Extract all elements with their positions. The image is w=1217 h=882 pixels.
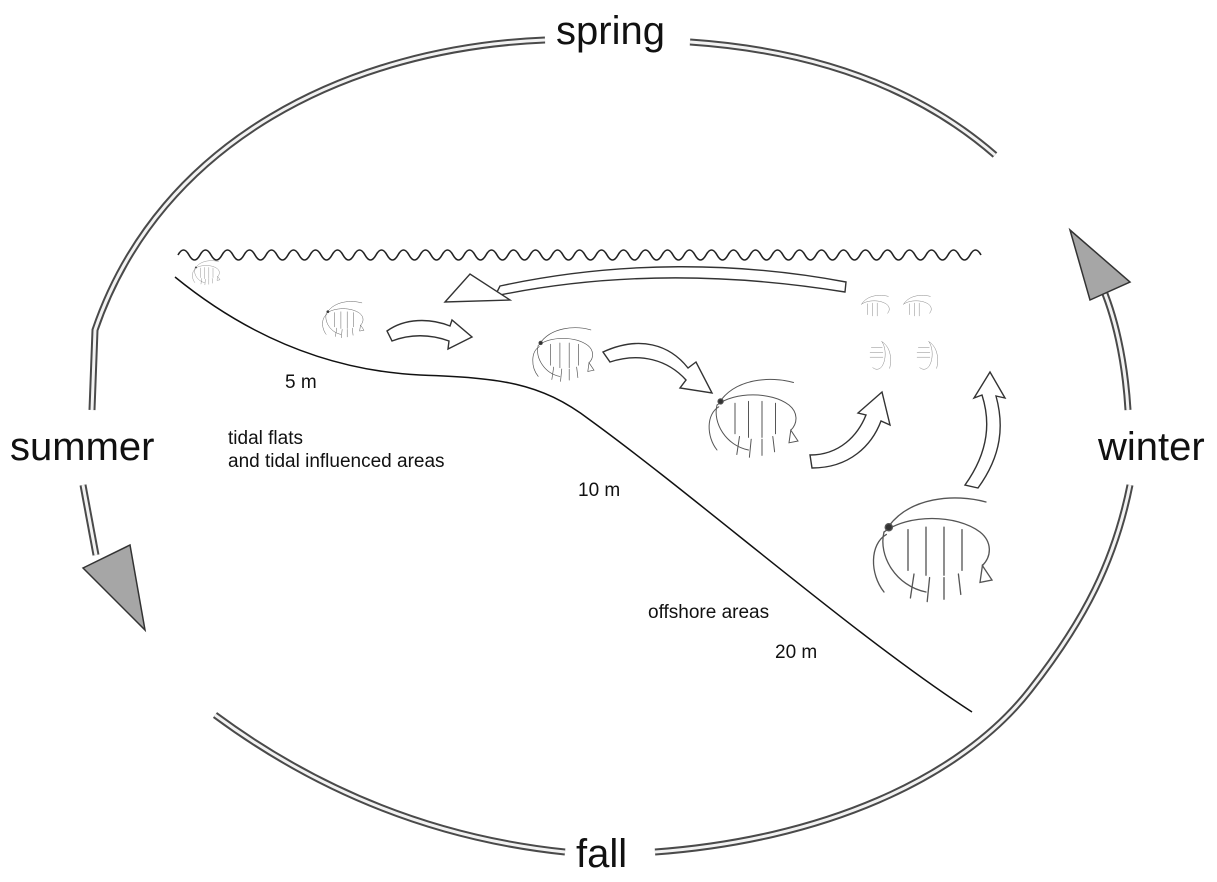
shrimp-larva	[192, 261, 220, 285]
season-label-summer: summer	[4, 427, 160, 467]
arrow-juvenile-1	[387, 320, 472, 349]
arrow-juvenile-2	[603, 343, 712, 393]
winter-spring-arrowhead	[1070, 230, 1130, 300]
shrimp-juvenile	[533, 328, 594, 382]
ring-arc-spring-winter	[690, 42, 995, 155]
depth-label-5m: 5 m	[285, 372, 317, 395]
depth-label-10m: 10 m	[578, 480, 620, 503]
summer-fall-arrowhead	[83, 545, 145, 630]
return-migration-arrow	[445, 267, 846, 302]
season-label-fall: fall	[570, 834, 633, 874]
shrimp-adult	[873, 498, 992, 602]
shrimp-spawning-1	[861, 295, 889, 316]
arrow-adult-1	[810, 392, 890, 468]
depth-label-20m: 20 m	[775, 642, 817, 665]
season-label-winter: winter	[1092, 427, 1211, 467]
shrimp-subadult	[709, 379, 798, 457]
area-label-offshore: offshore areas	[648, 602, 769, 625]
ring-arc-summer-spring	[92, 40, 545, 410]
water-surface	[178, 250, 981, 260]
shrimp-spawning-4	[917, 341, 938, 369]
shrimp-juvenile-small	[323, 301, 364, 337]
arrow-adult-2	[965, 372, 1005, 488]
sea-floor-line	[175, 277, 972, 712]
season-label-spring: spring	[550, 11, 671, 51]
ring-arc-winter-up	[1100, 282, 1128, 410]
shrimp-spawning-3	[870, 341, 891, 369]
area-label-tidal: tidal flats and tidal influenced areas	[228, 428, 445, 474]
area-label-tidal-line2: and tidal influenced areas	[228, 451, 445, 474]
migration-arrows	[387, 320, 1005, 488]
area-label-tidal-line1: tidal flats	[228, 428, 445, 451]
shrimp-spawning-2	[903, 295, 931, 316]
